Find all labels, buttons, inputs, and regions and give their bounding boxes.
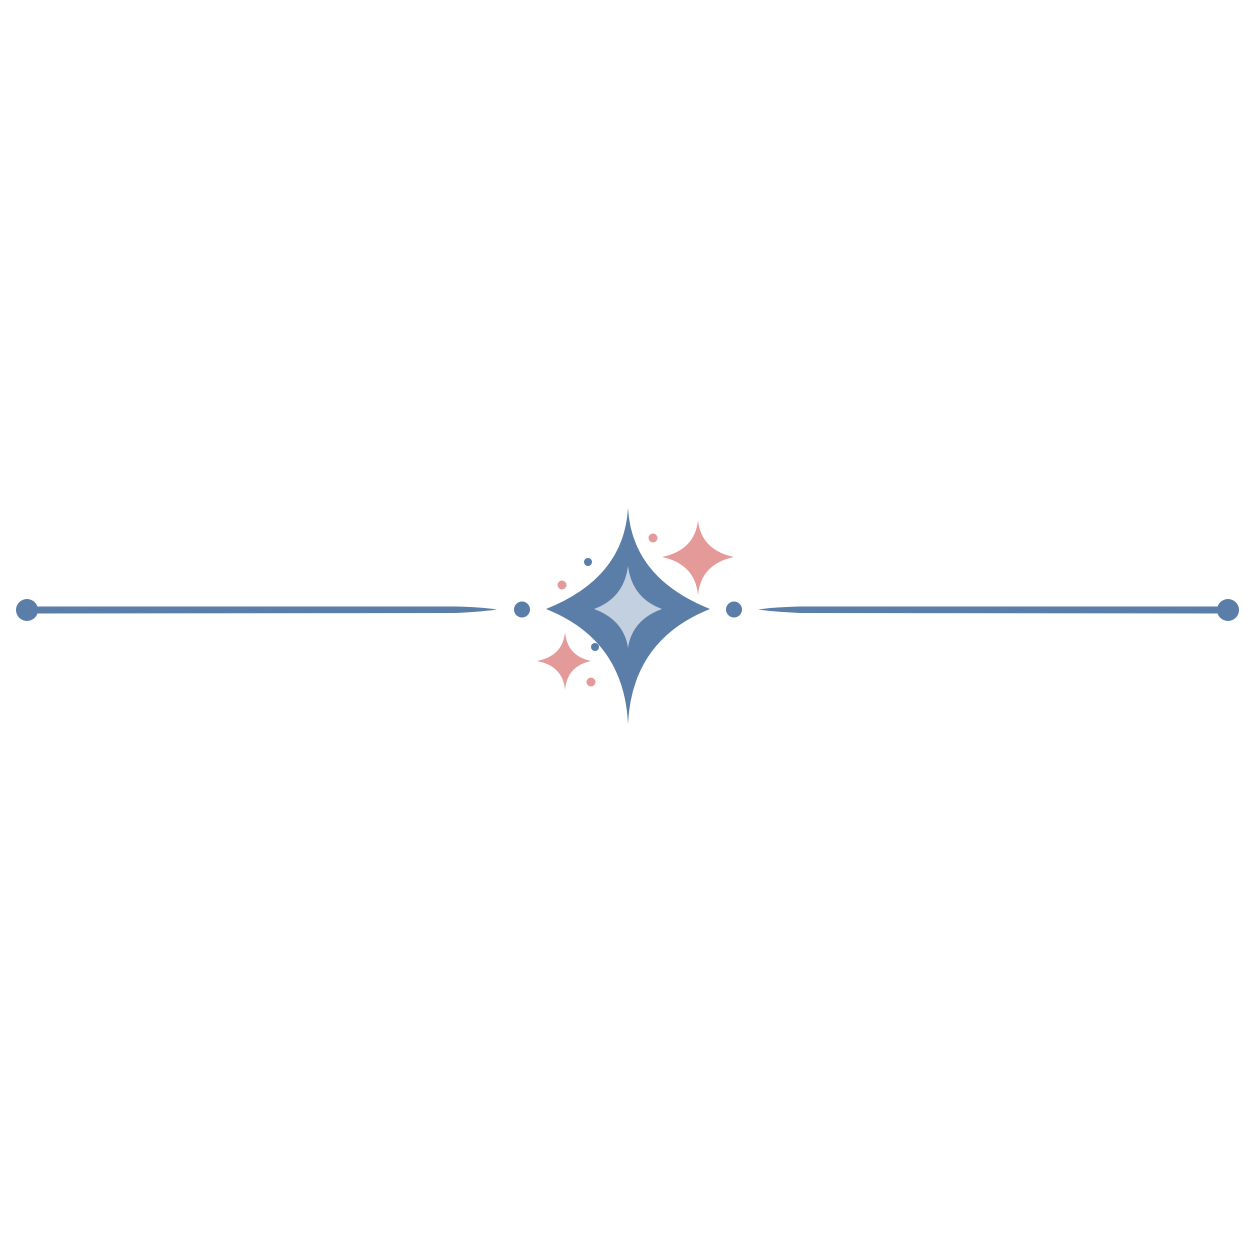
sparkle-icon-upper-right xyxy=(662,520,734,595)
right-line-group xyxy=(726,599,1239,621)
scattered-dots xyxy=(557,533,658,687)
dot-blue xyxy=(584,558,592,566)
right-end-dot xyxy=(1217,599,1239,621)
four-point-star-icon xyxy=(546,508,710,724)
right-tapered-line xyxy=(758,606,1228,614)
left-inner-dot xyxy=(514,601,530,618)
left-line-group xyxy=(16,599,530,621)
star-inner xyxy=(594,566,662,648)
dot-pink xyxy=(586,677,596,687)
dot-pink xyxy=(557,580,567,590)
dot-pink xyxy=(648,533,658,543)
right-inner-dot xyxy=(726,601,742,618)
sparkle-icon-lower-left xyxy=(537,632,591,690)
left-tapered-line xyxy=(27,606,497,614)
dot-blue xyxy=(591,643,599,651)
